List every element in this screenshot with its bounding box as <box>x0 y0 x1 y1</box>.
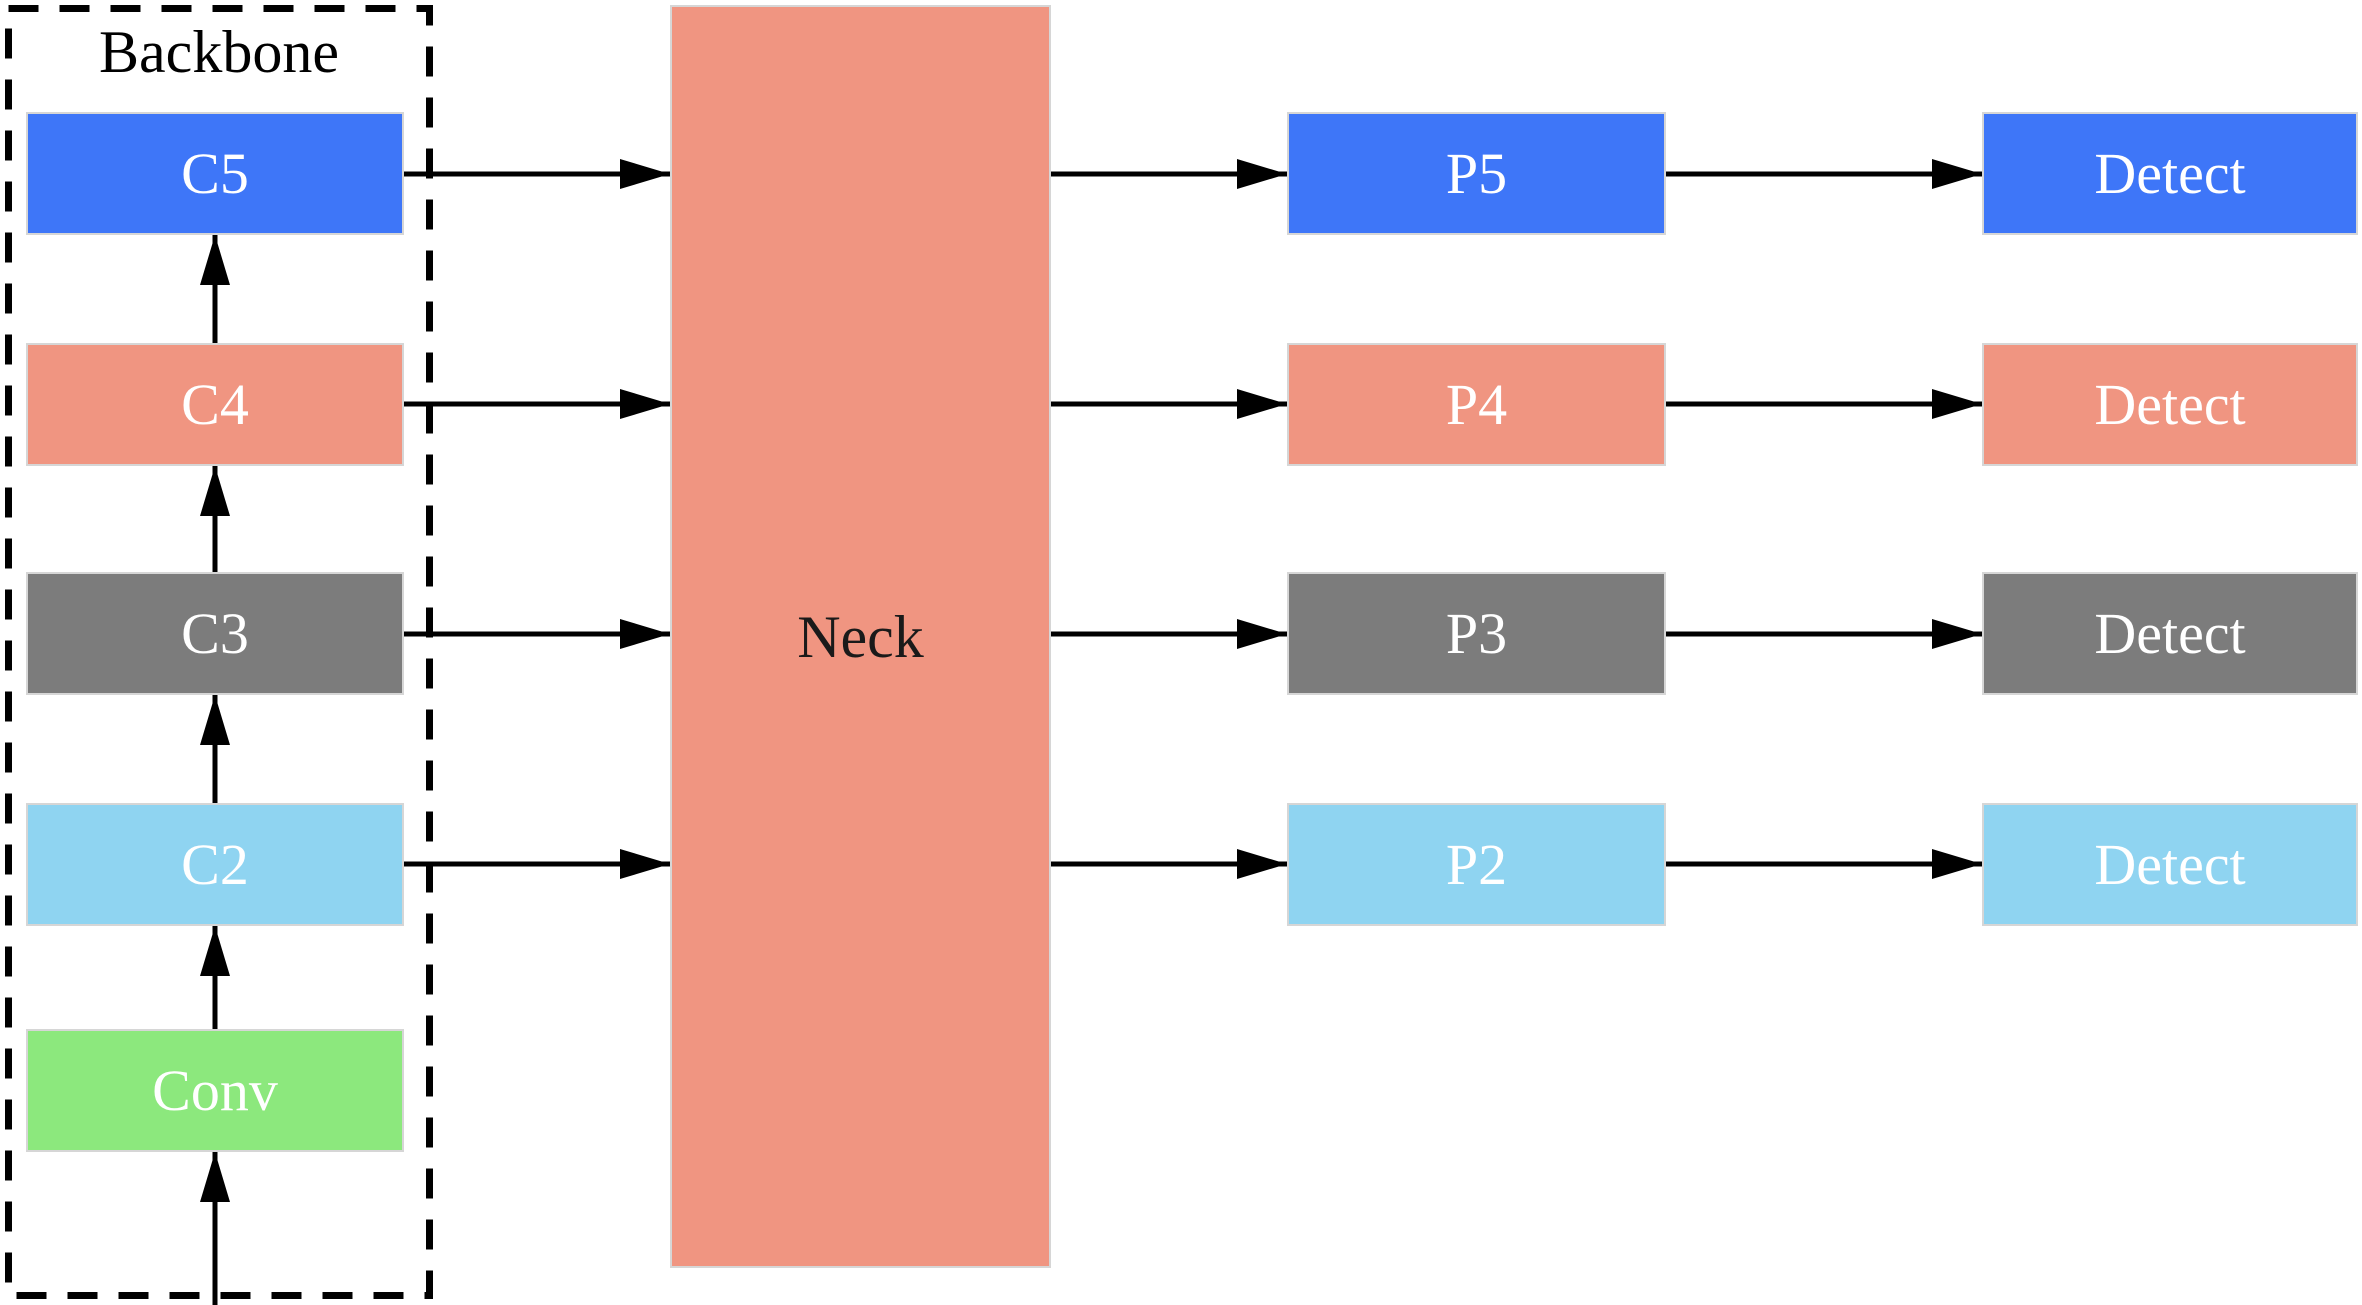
node-c3: C3 <box>26 572 404 695</box>
node-p4-label: P4 <box>1445 371 1508 437</box>
node-p4: P4 <box>1287 343 1666 466</box>
node-neck: Neck <box>670 5 1051 1268</box>
node-detect-p3-label: Detect <box>2094 600 2246 666</box>
node-detect-p2-label: Detect <box>2094 831 2246 897</box>
node-detect-p2: Detect <box>1982 803 2358 926</box>
node-c5-label: C5 <box>181 140 249 206</box>
node-detect-p4-label: Detect <box>2094 371 2246 437</box>
node-p2: P2 <box>1287 803 1666 926</box>
node-c3-label: C3 <box>181 600 249 666</box>
node-conv-label: Conv <box>152 1057 278 1123</box>
node-detect-p5: Detect <box>1982 112 2358 235</box>
node-p5-label: P5 <box>1445 140 1508 206</box>
node-c2-label: C2 <box>181 831 249 897</box>
node-p5: P5 <box>1287 112 1666 235</box>
node-detect-p4: Detect <box>1982 343 2358 466</box>
node-p3: P3 <box>1287 572 1666 695</box>
node-c5: C5 <box>26 112 404 235</box>
node-detect-p5-label: Detect <box>2094 140 2246 206</box>
node-conv: Conv <box>26 1029 404 1152</box>
node-c4: C4 <box>26 343 404 466</box>
node-c2: C2 <box>26 803 404 926</box>
node-p3-label: P3 <box>1445 600 1508 666</box>
node-c4-label: C4 <box>181 371 249 437</box>
node-neck-label: Neck <box>797 603 924 670</box>
backbone-label: Backbone <box>99 19 339 85</box>
node-detect-p3: Detect <box>1982 572 2358 695</box>
node-p2-label: P2 <box>1445 831 1508 897</box>
